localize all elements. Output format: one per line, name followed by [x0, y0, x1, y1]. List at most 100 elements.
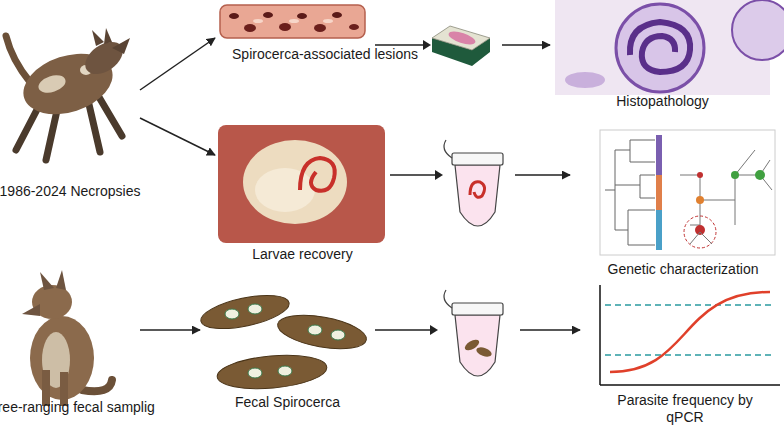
fecal-samples [275, 309, 369, 354]
fecal-samples [331, 330, 345, 340]
jackal-carcass [79, 35, 128, 80]
larvae-photo [300, 158, 335, 191]
lesion-tissue [263, 12, 273, 18]
panel-label: Parasite frequency by qPCR [610, 392, 760, 428]
sample-tube [452, 303, 503, 315]
phylogeny-figure [684, 216, 716, 248]
panel-label: Larvae recovery [252, 246, 352, 265]
jackal-sitting [56, 270, 66, 290]
figure-panel: Genetic characterization [570, 125, 780, 280]
phylogeny-figure [680, 150, 772, 225]
fecal-samples [308, 325, 322, 335]
lesion-tissue [332, 12, 342, 18]
arrow-head [435, 170, 443, 180]
phylogeny-figure [605, 140, 655, 245]
jackal-carcass [96, 92, 122, 136]
sample-tube [444, 140, 503, 226]
tissue-cassette [432, 26, 490, 50]
phylogeny-figure [656, 175, 662, 210]
jackal-carcass [6, 28, 130, 160]
phylogeny-figure [656, 135, 662, 175]
jackal-carcass [36, 72, 68, 96]
fecal-samples [248, 368, 262, 378]
figure-panel: Larvae recovery [215, 120, 390, 265]
jackal-sitting [40, 272, 54, 290]
fecal-samples [248, 304, 262, 314]
flow-arrow [375, 329, 580, 331]
panel-label: Histopathology [616, 93, 709, 112]
phylogeny-figure [656, 210, 662, 250]
phylogeny-figure [755, 170, 765, 180]
qpcr-curve [600, 285, 780, 385]
lesion-tissue [279, 23, 291, 31]
qpcr-curve [605, 304, 775, 306]
sample-tube [470, 182, 485, 198]
phylogeny-figure [695, 225, 705, 235]
fecal-samples [278, 366, 292, 376]
panel-label: Free-ranging fecal samplig [0, 399, 155, 418]
phylogeny-figure [700, 232, 712, 244]
larvae-photo [218, 125, 385, 243]
sample-tube [455, 315, 500, 376]
flow-arrow [140, 38, 215, 90]
lesion-tissue [229, 13, 239, 19]
phylogeny-figure [600, 130, 775, 255]
fecal-samples [225, 309, 239, 319]
jackal-carcass [6, 36, 30, 82]
larvae-photo [218, 125, 385, 243]
tissue-cassette [447, 29, 477, 47]
phylogeny-figure [696, 196, 704, 204]
lesion-tissue [220, 5, 365, 38]
lesion-tissue [220, 5, 365, 38]
fecal-samples [198, 289, 369, 393]
histology-image [732, 0, 784, 60]
fecal-samples [216, 351, 328, 392]
flow-arrow [375, 44, 550, 46]
qpcr-curve [600, 384, 780, 386]
lesion-tissue [244, 24, 256, 32]
sample-tube [452, 153, 503, 165]
histology-image [555, 0, 784, 95]
figure-panel: 1986-2024 Necropsies [0, 0, 140, 202]
sample-tube [444, 290, 452, 308]
jackal-sitting [22, 270, 112, 406]
figure-panel: Histopathology [550, 0, 775, 112]
lesion-tissue [323, 19, 333, 23]
larvae-photo [243, 140, 347, 224]
phylogeny-figure [600, 130, 775, 255]
jackal-sitting [22, 304, 40, 316]
figure-panel: Fecal Spirocerca [200, 285, 375, 413]
qpcr-curve [610, 292, 770, 372]
lesion-tissue [314, 24, 326, 32]
figure-panel: Free-ranging fecal samplig [0, 265, 140, 418]
sample-tube [444, 140, 452, 158]
jackal-carcass [112, 38, 130, 54]
sample-tube [475, 346, 493, 359]
lesion-tissue [297, 13, 307, 19]
lesion-tissue [253, 19, 263, 23]
panel-label: Genetic characterization [608, 261, 759, 280]
sample-tube [455, 165, 500, 226]
histology-image [565, 72, 605, 88]
jackal-carcass [104, 28, 112, 44]
flow-arrow [140, 329, 200, 331]
qpcr-curve [599, 285, 601, 385]
panel-label: 1986-2024 Necropsies [0, 183, 140, 202]
histology-image [630, 22, 690, 72]
phylogeny-figure [697, 172, 703, 178]
figure-panel: Parasite frequency by qPCR [580, 280, 780, 428]
histology-image [616, 4, 704, 92]
sample-tube [444, 290, 503, 376]
panel-label: Fecal Spirocerca [235, 394, 340, 413]
phylogeny-figure [690, 232, 700, 244]
jackal-carcass [88, 100, 100, 152]
jackal-carcass [92, 30, 104, 46]
arrow-head [423, 40, 431, 50]
qpcr-curve [605, 354, 775, 356]
panel-label: Spirocerca-associated lesions [232, 46, 418, 65]
flow-arrow [390, 174, 570, 176]
flow-arrow [140, 118, 215, 155]
